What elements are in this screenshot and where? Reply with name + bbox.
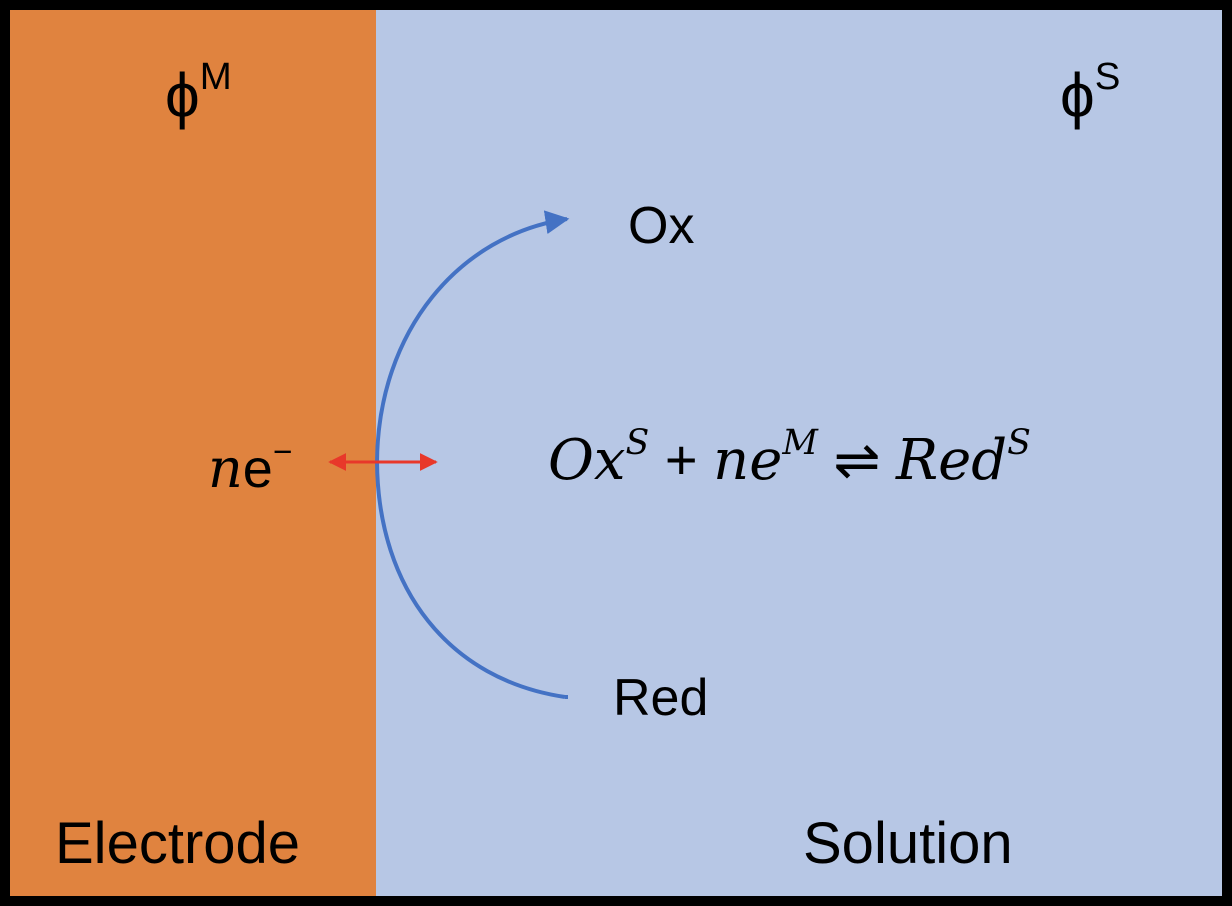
electron-charge: − bbox=[272, 434, 293, 471]
redox-equation: OxS + neM ⇌ RedS bbox=[548, 426, 1031, 489]
electrons-label: ne− bbox=[208, 436, 292, 496]
electrode-potential-label: ϕM bbox=[165, 55, 232, 131]
eq-equilibrium-arrow: ⇌ bbox=[817, 427, 896, 491]
eq-ox-sup: S bbox=[625, 423, 650, 463]
phi-symbol: ϕ bbox=[1060, 61, 1095, 131]
reaction-arc bbox=[374, 210, 570, 699]
electrode-label: Electrode bbox=[55, 811, 301, 876]
ox-species-label: Ox bbox=[628, 197, 695, 255]
solution-potential-label: ϕS bbox=[1060, 55, 1121, 131]
electron-coefficient: n bbox=[208, 437, 243, 501]
phi-m-superscript: M bbox=[199, 55, 232, 98]
eq-plus: + bbox=[649, 427, 714, 491]
eq-red-sup: S bbox=[1007, 423, 1031, 463]
red-species-label: Red bbox=[613, 669, 709, 727]
eq-ox: Ox bbox=[548, 427, 626, 493]
solution-label: Solution bbox=[803, 811, 1013, 876]
solution-region bbox=[376, 10, 1222, 896]
phi-s-superscript: S bbox=[1094, 55, 1121, 98]
eq-ne-sup: M bbox=[782, 423, 818, 463]
eq-ne: ne bbox=[713, 427, 783, 493]
electron-symbol: e bbox=[242, 439, 273, 500]
phi-symbol: ϕ bbox=[165, 61, 200, 131]
electrode-region bbox=[10, 10, 376, 896]
eq-red: Red bbox=[895, 427, 1008, 493]
